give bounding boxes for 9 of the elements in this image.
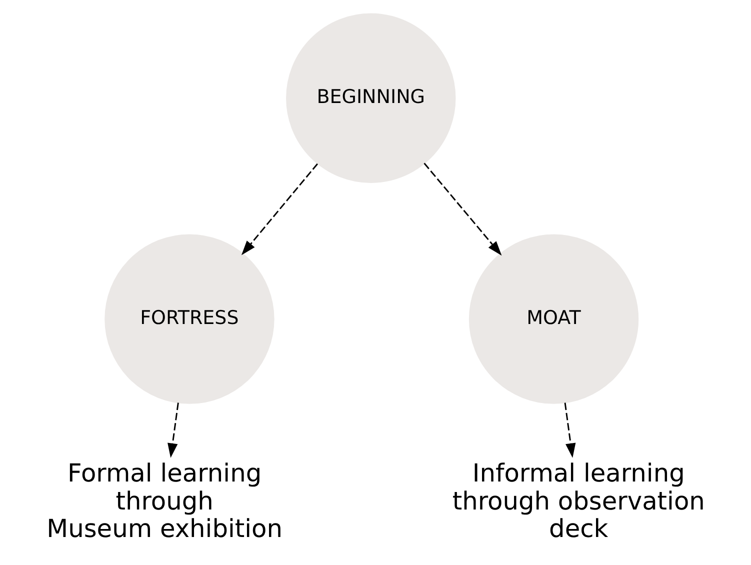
node-circle: MOAT — [468, 234, 638, 404]
arrow — [564, 402, 576, 458]
arrow — [423, 162, 502, 256]
arrow — [167, 402, 178, 458]
node-text: Formal learning through Museum exhibition — [46, 458, 282, 544]
node-text: Informal learning through observation deck — [452, 458, 704, 544]
node-circle: BEGINNING — [286, 13, 456, 184]
node-circle: FORTRESS — [104, 234, 274, 404]
arrow — [240, 163, 318, 256]
